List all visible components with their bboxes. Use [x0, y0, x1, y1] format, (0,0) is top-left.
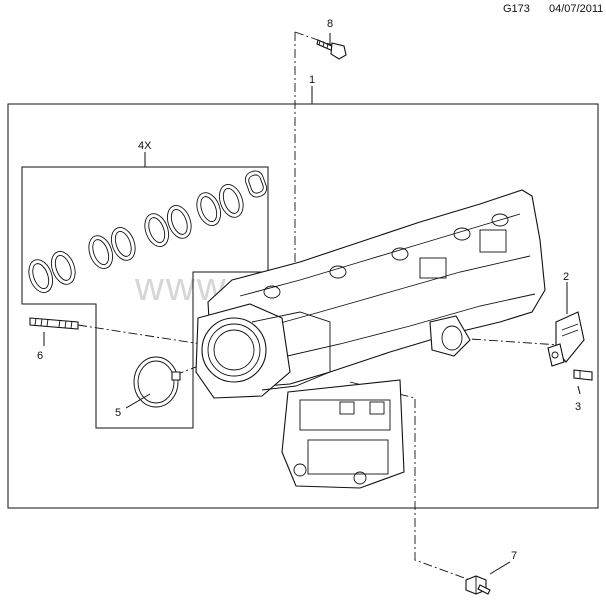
callout-5: 5: [115, 407, 121, 419]
seal-ring-5-icon: [133, 356, 181, 408]
callout-8: 8: [327, 18, 333, 30]
diagram-date: 04/07/2011: [549, 3, 604, 15]
assembly-frame: [7, 103, 599, 509]
intake-gaskets-4x-icon: [28, 170, 268, 293]
bolt-7-icon: [465, 575, 491, 595]
screw-3-icon: [573, 369, 593, 381]
callout-2: 2: [563, 271, 569, 283]
callout-1: 1: [309, 74, 315, 86]
leader-3: [577, 385, 581, 395]
leader-5: [125, 393, 151, 409]
sensor-2-icon: [547, 311, 585, 367]
intake-manifold-1-icon: [195, 189, 546, 489]
centerline-sensor-2: [454, 337, 561, 346]
diagram-code: G173: [503, 3, 530, 15]
centerline-bolt-7: [349, 381, 471, 581]
bolt-8-icon: [316, 39, 347, 60]
leader-7: [489, 561, 511, 575]
callout-3: 3: [575, 401, 581, 413]
gasket-kit-frame: [21, 166, 269, 429]
stud-6-icon: [29, 317, 79, 330]
callout-6: 6: [37, 350, 43, 362]
centerline-bolt-8: [294, 31, 333, 280]
callout-7: 7: [511, 550, 517, 562]
callout-4x: 4X: [138, 140, 152, 152]
